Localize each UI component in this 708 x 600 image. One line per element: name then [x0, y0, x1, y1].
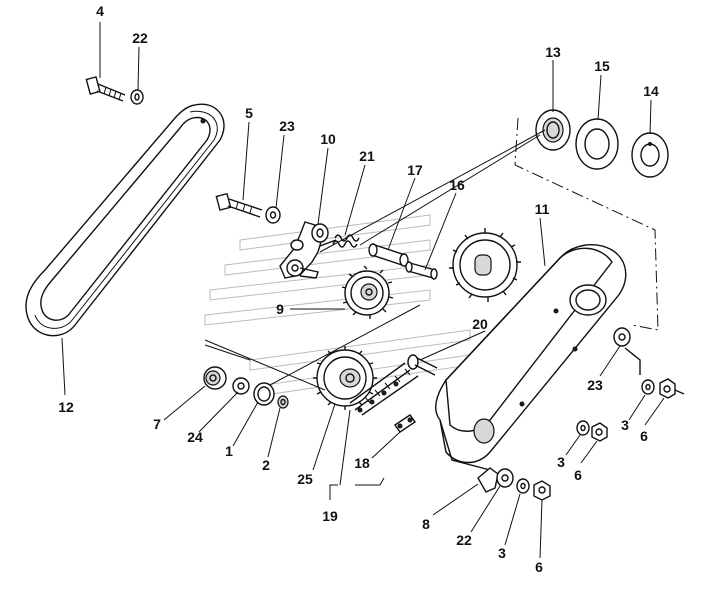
callout-6: 6 [574, 467, 582, 483]
ring-part-14 [631, 132, 669, 178]
nut-part-6-middle [591, 422, 608, 442]
ring-part-13 [535, 109, 571, 151]
callout-23: 23 [587, 377, 603, 393]
pin-part-16 [405, 261, 438, 280]
washer-part-24 [232, 377, 250, 395]
callout-20: 20 [472, 316, 488, 332]
callout-22: 22 [132, 30, 148, 46]
drive-sprocket-part-25 [313, 346, 377, 410]
callout-18: 18 [354, 455, 370, 471]
callout-8: 8 [422, 516, 430, 532]
callout-3: 3 [557, 454, 565, 470]
stud-line [624, 347, 641, 375]
callout-11: 11 [535, 201, 550, 217]
callout-25: 25 [297, 471, 313, 487]
chain-link-part-18 [394, 414, 416, 433]
washer-part-23-right [613, 327, 631, 347]
washer-part-3-bottom [516, 478, 530, 494]
callout-10: 10 [320, 131, 336, 147]
callout-4: 4 [96, 3, 104, 19]
nut-part-6-right [659, 378, 676, 399]
callout-5: 5 [245, 105, 253, 121]
callout-13: 13 [545, 44, 561, 60]
callout-labels: 4 22 5 23 10 21 17 16 13 15 14 11 9 20 2… [58, 3, 659, 575]
idler-sprocket-part-9 [341, 265, 394, 319]
washer-part-3-right [641, 379, 655, 395]
spring-part-21 [319, 234, 360, 248]
callout-7: 7 [153, 416, 161, 432]
pin-part-17 [368, 243, 409, 267]
v-belt-part-12 [25, 103, 225, 337]
washer-part-3-middle [576, 420, 590, 436]
upper-sprocket [449, 228, 521, 302]
roller-chain-part-19 [349, 362, 419, 416]
circlip-part-1 [253, 382, 275, 406]
callout-9: 9 [276, 301, 284, 317]
callout-22: 22 [456, 532, 472, 548]
callout-6: 6 [535, 559, 543, 575]
leader-lines [61, 22, 665, 559]
callout-23: 23 [279, 118, 295, 134]
bracket-part-8 [477, 467, 499, 493]
callout-21: 21 [359, 148, 375, 164]
washer-part-22-bottom [496, 468, 514, 488]
washer-part-23-top [265, 206, 281, 224]
callout-3: 3 [498, 545, 506, 561]
bolt-part-20 [407, 354, 438, 376]
bolt-part-4 [85, 76, 126, 102]
callout-3: 3 [621, 417, 629, 433]
callout-12: 12 [58, 399, 74, 415]
washer-part-22-top [130, 89, 144, 105]
callout-15: 15 [594, 58, 610, 74]
bolt-part-5 [215, 192, 263, 218]
callout-24: 24 [187, 429, 203, 445]
callout-19: 19 [322, 508, 338, 524]
tensioner-arm-part-10 [279, 221, 329, 279]
chain-cover-part-11 [435, 244, 627, 471]
callout-14: 14 [643, 83, 659, 99]
nut-part-2 [277, 395, 289, 409]
callout-2: 2 [262, 457, 270, 473]
callout-17: 17 [407, 162, 423, 178]
ring-part-15 [575, 118, 619, 170]
callout-6: 6 [640, 428, 648, 444]
callout-1: 1 [225, 443, 233, 459]
stud-end [674, 389, 685, 395]
nut-part-6-bottom [533, 480, 551, 501]
callout-16: 16 [449, 177, 465, 193]
bearing-part-7 [203, 366, 227, 390]
